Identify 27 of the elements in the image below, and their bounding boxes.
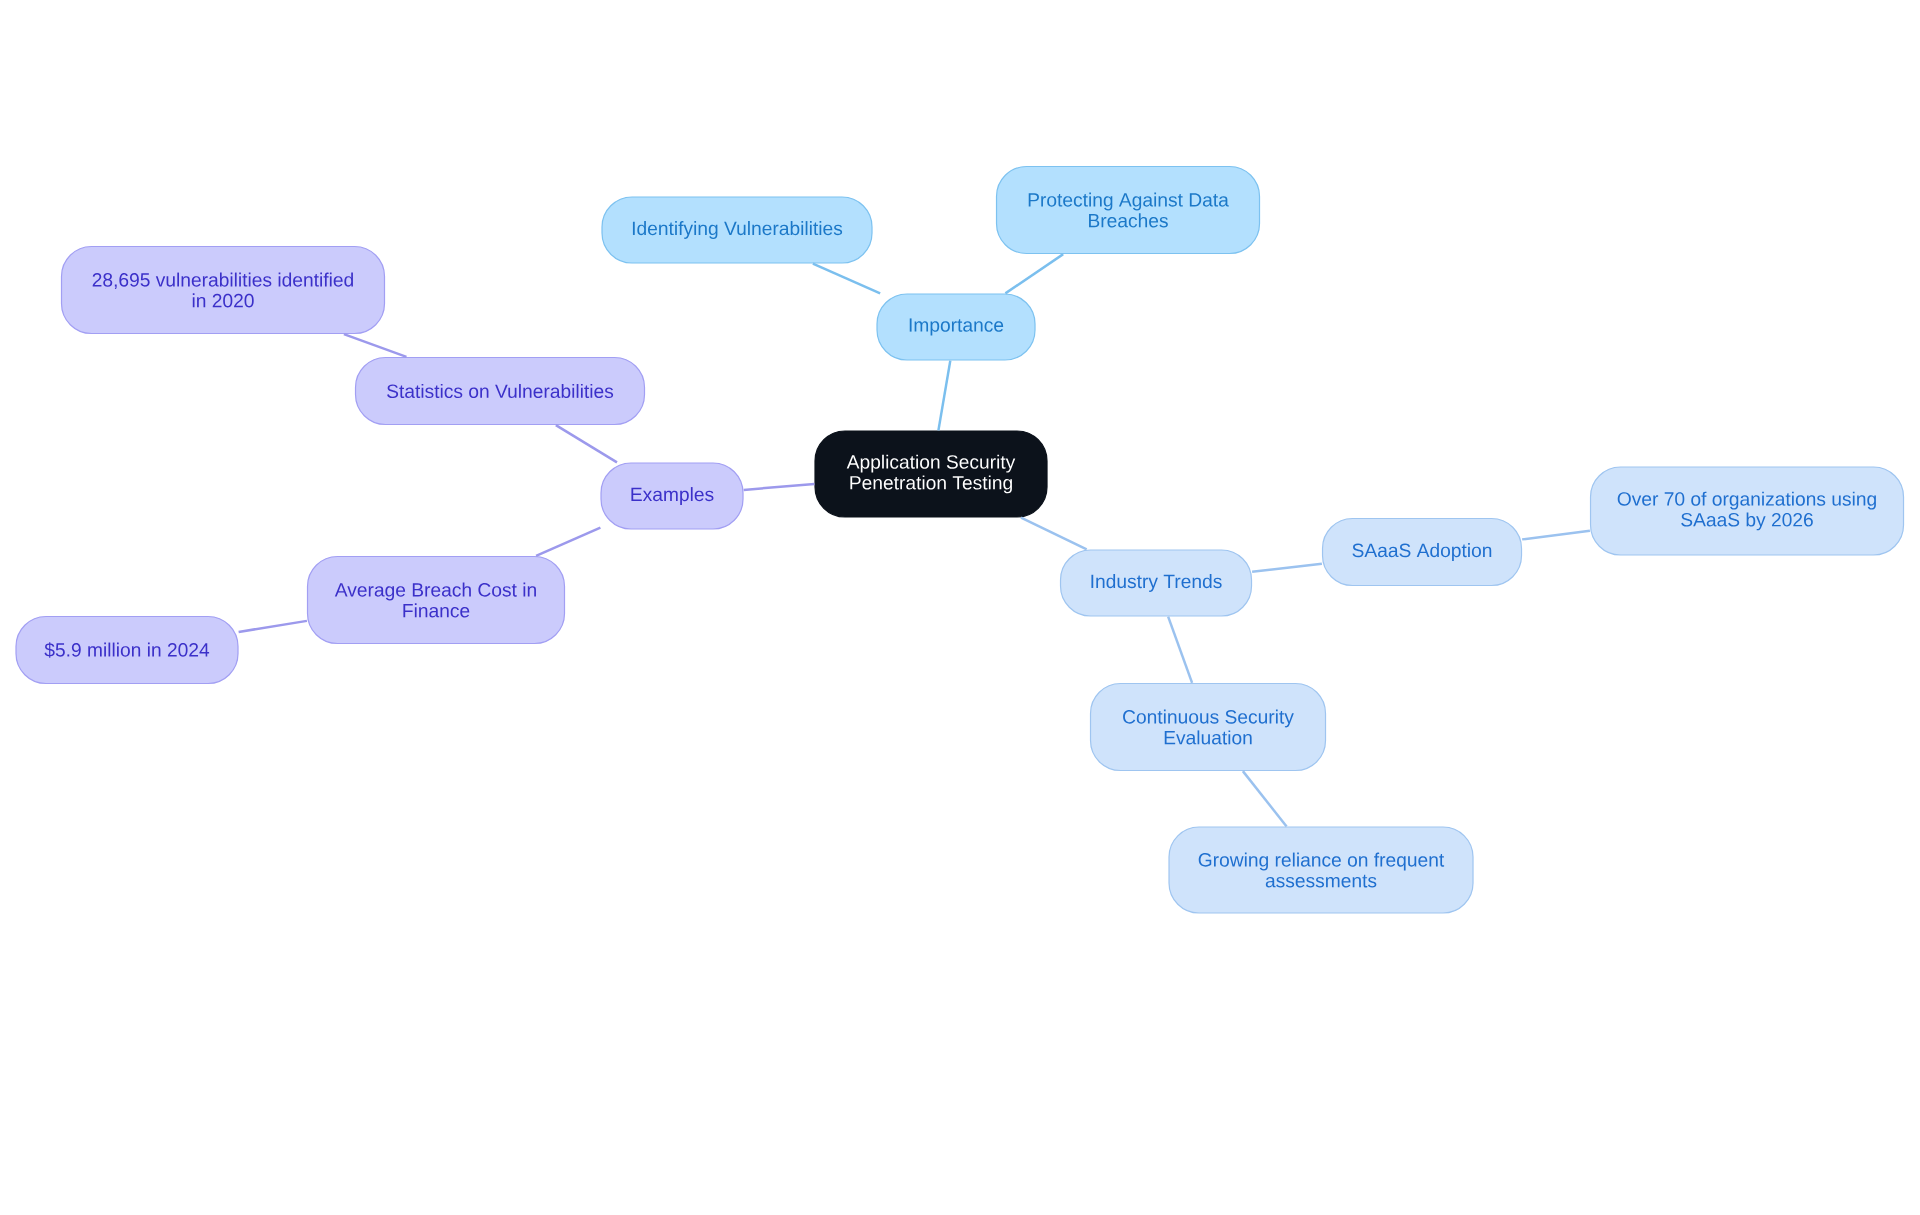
topic-box: $5.9 million in 2024	[15, 615, 239, 685]
topic-box: 28,695 vulnerabilities identified in 2020	[60, 245, 386, 335]
connector-line	[1521, 529, 1591, 541]
connector-line	[1020, 516, 1088, 551]
connector-line	[743, 482, 815, 492]
topic-box: Importance	[876, 293, 1036, 361]
connector-line	[555, 424, 618, 464]
connector-line	[1251, 562, 1323, 574]
connector-line	[1004, 253, 1064, 295]
topic-box: Protecting Against Data Breaches	[995, 165, 1261, 255]
topic-box: Industry Trends	[1059, 549, 1253, 617]
connector-line	[937, 360, 952, 431]
topic-box: Examples	[600, 462, 744, 530]
central-topic-box: Application Security Penetration Testing	[814, 430, 1048, 518]
connector-line	[812, 262, 881, 295]
topic-box: Growing reliance on frequent assessments	[1168, 826, 1474, 914]
connector-line	[1166, 616, 1194, 684]
topic-box: Average Breach Cost in Finance	[306, 555, 566, 645]
connector-line	[1241, 770, 1288, 828]
topic-box: Statistics on Vulnerabilities	[354, 356, 646, 426]
topic-box: Continuous Security Evaluation	[1089, 682, 1327, 772]
topic-box: Identifying Vulnerabilities	[601, 196, 873, 264]
connector-line	[343, 332, 407, 359]
topic-box: Over 70 of organizations using SAaaS by 2026	[1589, 466, 1905, 556]
connector-line	[238, 619, 308, 634]
connector-line	[535, 526, 601, 558]
topic-box: SAaaS Adoption	[1321, 517, 1523, 587]
